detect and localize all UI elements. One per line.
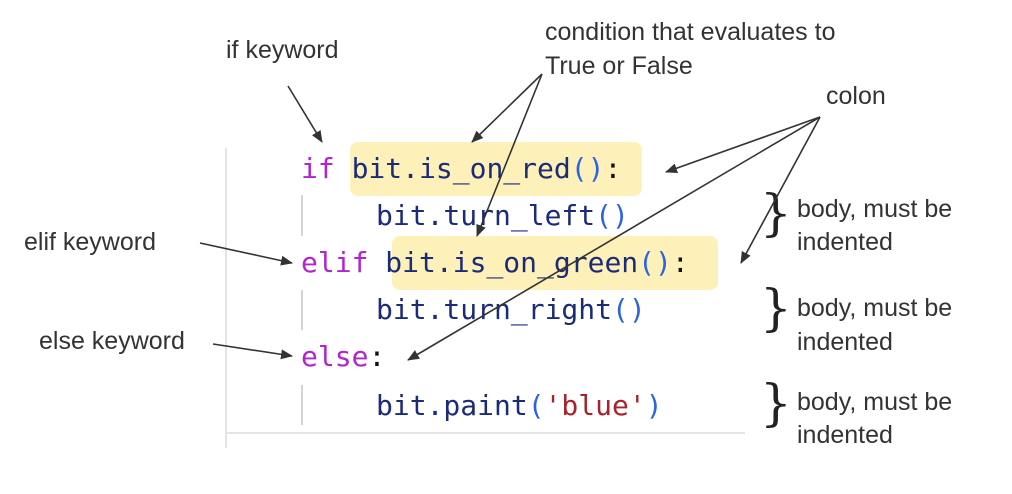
label-body-2: body, must be [797, 294, 953, 322]
if-condition-parens: () [570, 152, 605, 185]
if-condition-name: bit.is_on_red [351, 152, 571, 185]
elif-condition-name: bit.is_on_green [385, 246, 639, 279]
condition-highlight-elif [392, 236, 718, 290]
arrow-condition-elif [476, 73, 543, 237]
arrow-elif-keyword [199, 242, 293, 266]
code-line-paint: bit.paint('blue') [376, 389, 663, 423]
else-keyword: else [301, 340, 369, 373]
label-if-keyword: if keyword [226, 36, 339, 64]
label-body-2-line2: indented [797, 328, 893, 356]
label-elif-keyword: elif keyword [24, 228, 156, 256]
if-keyword: if [301, 152, 335, 185]
elif-keyword: elif [301, 246, 369, 279]
arrow-else-keyword [212, 343, 293, 360]
paint-name: bit.paint [376, 389, 528, 422]
else-colon: : [368, 340, 386, 373]
arrow-colon-elif [740, 116, 821, 264]
body-brace-2: } [760, 279, 792, 337]
paint-close-paren: ) [645, 389, 663, 422]
body-brace-3: } [760, 374, 792, 432]
elif-condition-parens: () [638, 246, 672, 279]
label-condition-line2: True or False [545, 52, 693, 80]
label-body-3-line2: indented [797, 421, 893, 449]
code-line-elif: elif bit.is_on_green(): [301, 246, 689, 280]
paint-open-paren: ( [527, 389, 545, 422]
turn-left-parens: () [595, 199, 629, 232]
label-body-1: body, must be [797, 195, 953, 223]
label-else-keyword: else keyword [39, 327, 185, 355]
paint-argument: 'blue' [544, 389, 646, 422]
code-line-else: else: [301, 340, 385, 374]
turn-right-parens: () [612, 293, 646, 326]
arrow-condition-if [471, 73, 543, 143]
code-line-if: if bit.is_on_red(): [301, 152, 621, 186]
elif-colon: : [671, 246, 689, 279]
label-colon: colon [826, 82, 886, 110]
arrow-colon-else [407, 116, 821, 361]
if-colon: : [604, 152, 622, 185]
label-condition: condition that evaluates to [545, 18, 836, 46]
label-body-3: body, must be [797, 388, 953, 416]
arrow-if-keyword [287, 85, 323, 143]
arrow-colon-if [665, 116, 821, 174]
label-body-1-line2: indented [797, 228, 893, 256]
body-brace-1: } [760, 184, 792, 242]
